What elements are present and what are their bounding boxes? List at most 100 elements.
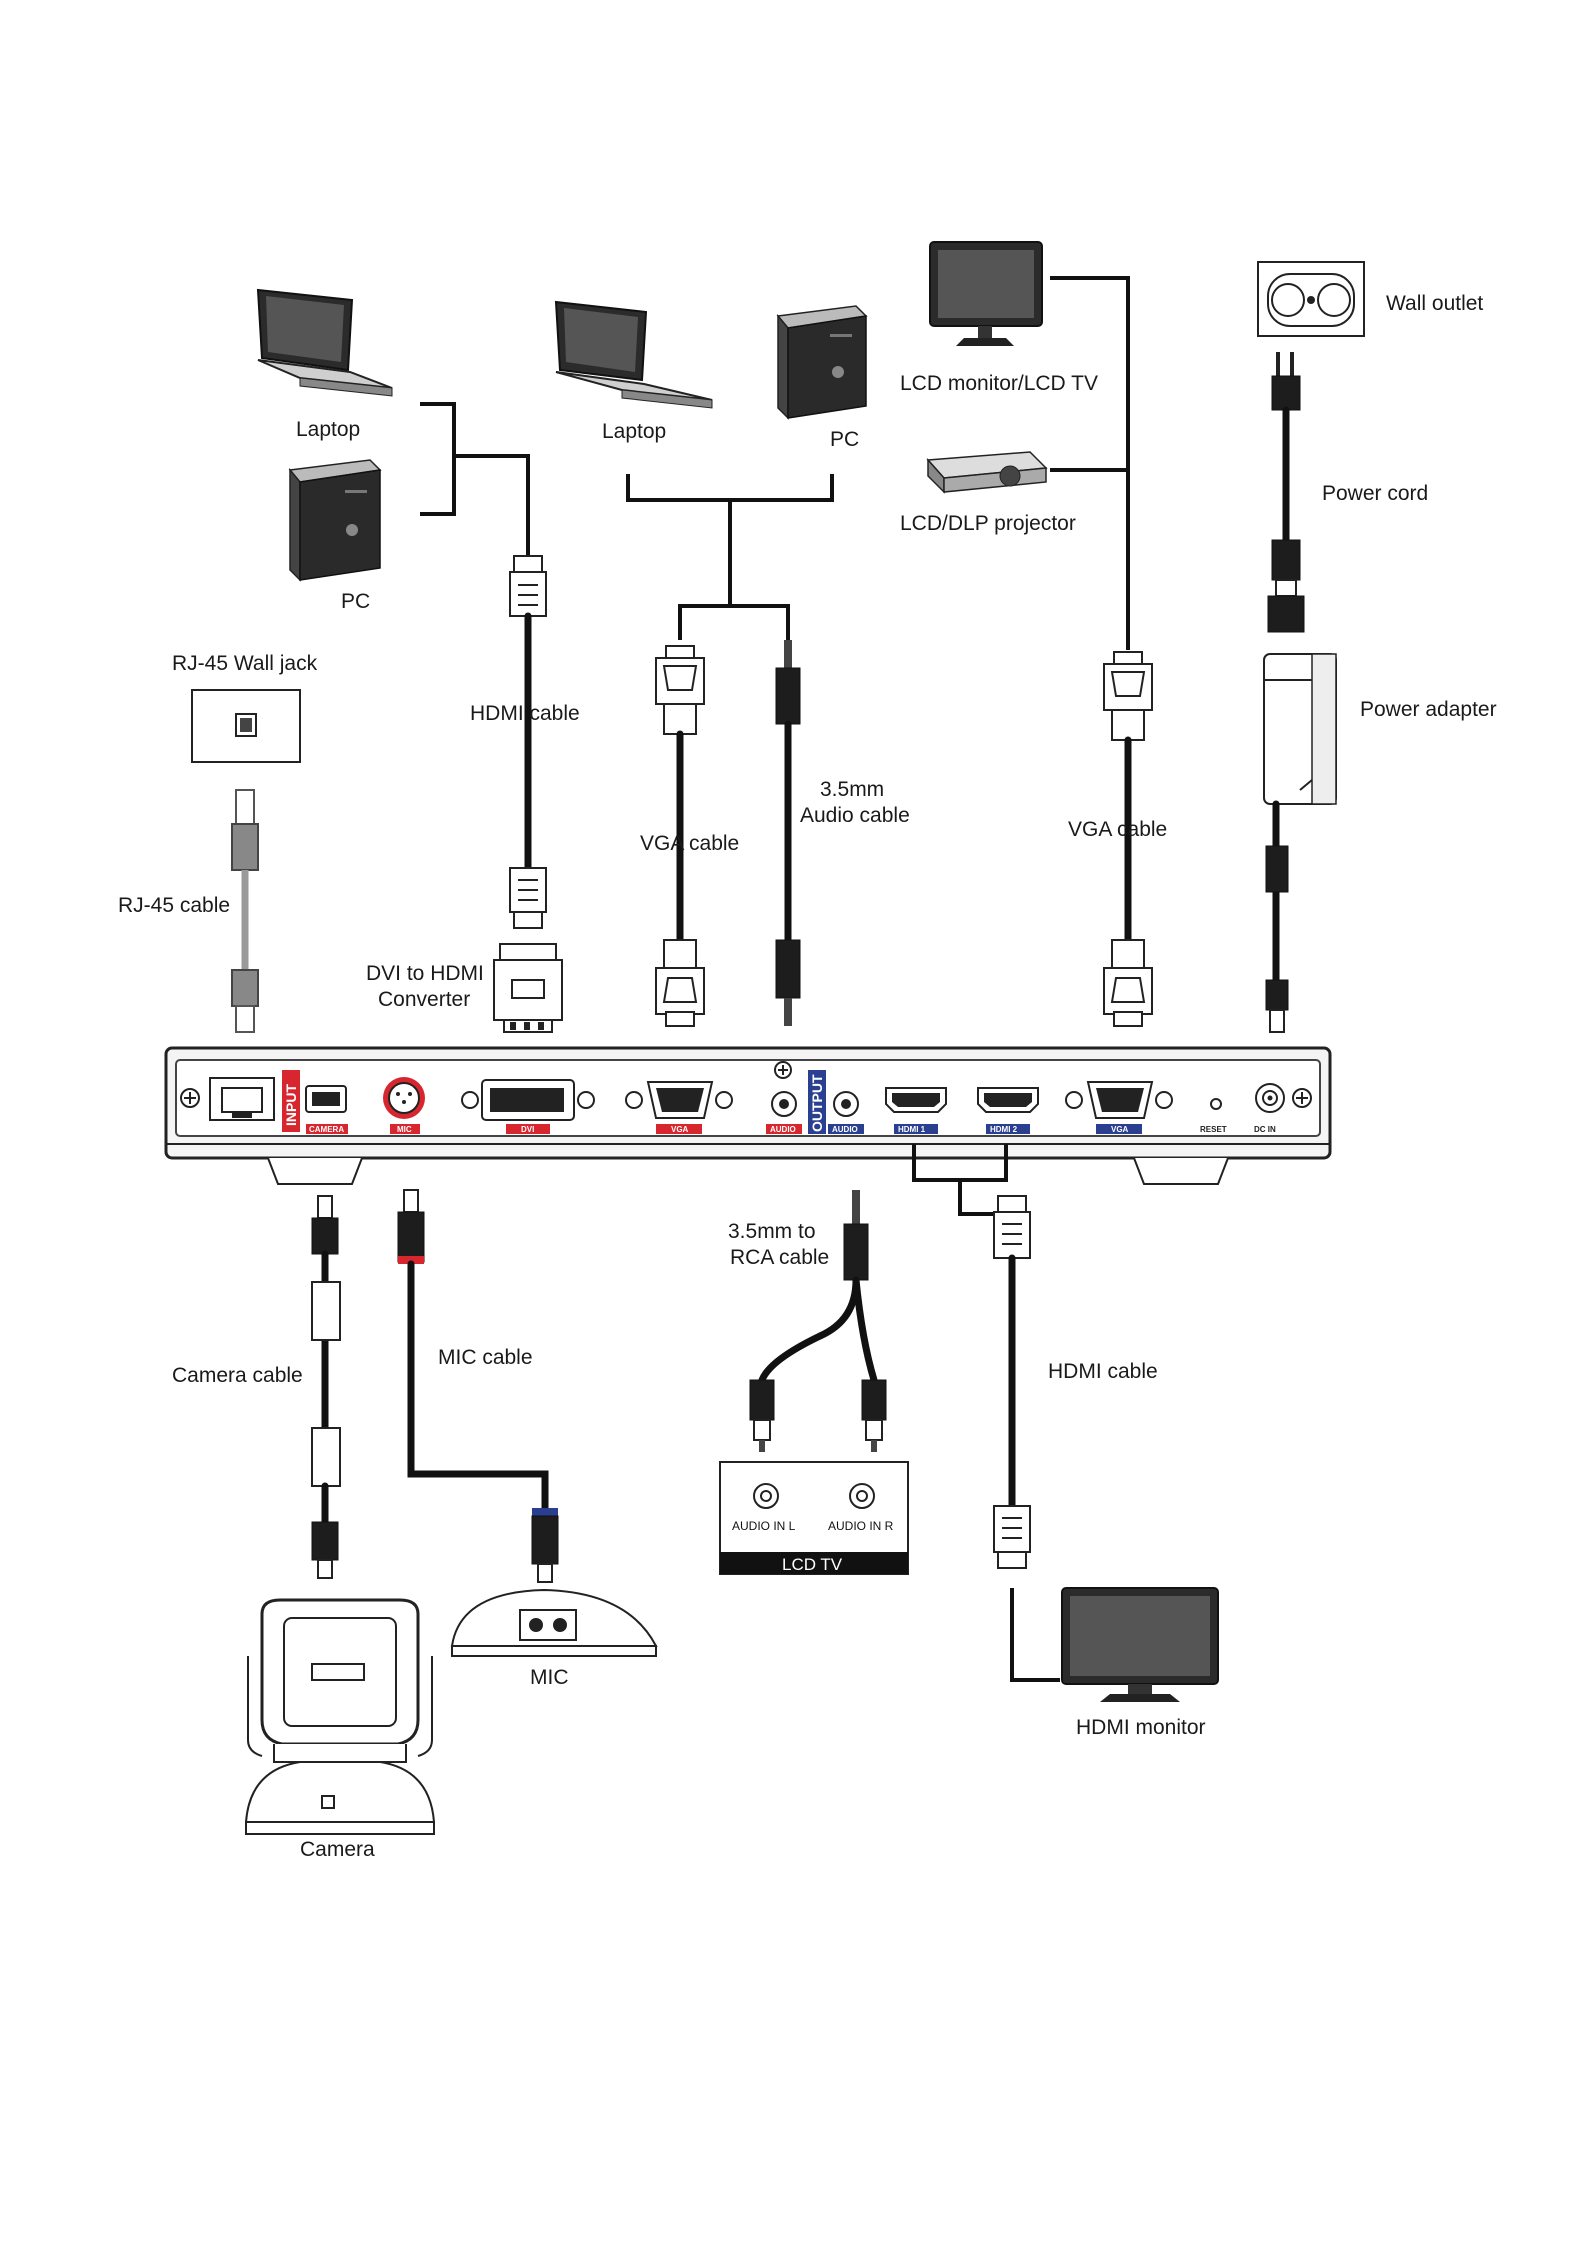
power-cord-label: Power cord — [1322, 482, 1428, 505]
hdmi-cable-top-label: HDMI cable — [470, 702, 580, 725]
hdmi-monitor-icon — [1061, 1587, 1219, 1702]
lcd-tv-label: LCD TV — [782, 1555, 843, 1574]
audio-cable-label-2: Audio cable — [800, 804, 910, 827]
vga-cable-right-label: VGA cable — [1068, 818, 1167, 841]
laptop-mid-icon — [554, 300, 713, 409]
hdmi-monitor-link — [1010, 1588, 1060, 1682]
rca-cable-right — [852, 1276, 878, 1384]
audio-jack-mid-top — [775, 640, 801, 725]
ferrite-bead-camera-1 — [311, 1281, 341, 1341]
vga-in-port-label: VGA — [671, 1125, 689, 1134]
hdmi-connector-bottom-lower — [993, 1505, 1031, 1569]
vga-connector-mid-top — [655, 645, 705, 735]
lcd-tv-audio-box — [719, 1461, 909, 1575]
hdmi2-port-label: HDMI 2 — [990, 1125, 1018, 1134]
wall-outlet-label: Wall outlet — [1386, 292, 1483, 315]
rj45-plug-bottom — [231, 969, 259, 1033]
rca-plug-left — [749, 1379, 775, 1452]
reset-label: RESET — [1200, 1125, 1227, 1134]
mic-icon — [450, 1588, 658, 1657]
vga-cable-mid-label: VGA cable — [640, 832, 739, 855]
camera-plug-top — [311, 1195, 339, 1255]
dc-in-port[interactable]: DC IN — [1254, 1083, 1285, 1134]
mic-port-label: MIC — [397, 1125, 412, 1134]
device-panel — [164, 1046, 1332, 1185]
camera-plug-bottom — [311, 1521, 339, 1579]
dvi-hdmi-label-1: DVI to HDMI — [366, 962, 484, 985]
mic-label: MIC — [530, 1666, 569, 1689]
audio-out-port[interactable]: AUDIO — [828, 1091, 864, 1134]
mic-port[interactable]: MIC — [383, 1077, 425, 1134]
bracket-right — [1050, 276, 1130, 472]
pc-left-label: PC — [341, 590, 370, 613]
ferrite-bead-power — [1265, 845, 1289, 893]
camera-label: Camera — [300, 1838, 375, 1861]
laptop-mid-label: Laptop — [602, 420, 666, 443]
rca-cable-label-1: 3.5mm to — [728, 1220, 816, 1243]
bracket-left — [420, 402, 456, 516]
vga-connector-right-bottom — [1103, 939, 1153, 1027]
lan-port[interactable] — [209, 1077, 275, 1121]
mic-plug-bottom — [531, 1508, 559, 1583]
camera-port[interactable]: CAMERA — [305, 1085, 348, 1134]
power-cord-icon — [1271, 352, 1301, 411]
audio-out-port-label: AUDIO — [832, 1125, 858, 1134]
dvi-port[interactable]: DVI — [461, 1079, 595, 1134]
mid-split — [678, 604, 790, 640]
dc-plug-icon — [1265, 979, 1289, 1033]
laptop-left-icon — [256, 288, 393, 397]
dvi-hdmi-converter-icon — [493, 943, 563, 1033]
lcd-monitor-icon — [929, 241, 1043, 346]
input-label: INPUT — [283, 1084, 299, 1126]
dvi-hdmi-label-2: Converter — [378, 988, 470, 1011]
rca-cable-label-2: RCA cable — [730, 1246, 829, 1269]
projector-icon — [926, 451, 1048, 494]
camera-cable-label: Camera cable — [172, 1364, 303, 1387]
dvi-port-label: DVI — [521, 1125, 534, 1134]
projector-label: LCD/DLP projector — [900, 512, 1076, 535]
rj45-cable-label: RJ-45 cable — [118, 894, 230, 917]
camera-icon — [244, 1598, 436, 1835]
hdmi-top-line — [454, 454, 530, 556]
dc-in-label: DC IN — [1254, 1125, 1276, 1134]
hdmi1-port-label: HDMI 1 — [898, 1125, 926, 1134]
pc-mid-icon — [776, 305, 868, 420]
hdmi1-port[interactable]: HDMI 1 — [885, 1087, 947, 1134]
power-adapter-label: Power adapter — [1360, 698, 1497, 721]
wall-outlet-icon — [1257, 261, 1365, 337]
vga-connector-mid-bottom — [655, 939, 705, 1027]
audio-in-port-label: AUDIO — [770, 1125, 796, 1134]
output-tag: OUTPUT — [808, 1070, 826, 1134]
input-tag: INPUT — [282, 1070, 300, 1132]
vga-in-port[interactable]: VGA — [625, 1081, 733, 1134]
hdmi2-port[interactable]: HDMI 2 — [977, 1087, 1039, 1134]
mic-cable-label: MIC cable — [438, 1346, 533, 1369]
pc-left-icon — [288, 459, 382, 582]
audio-in-l-label: AUDIO IN L — [732, 1519, 796, 1533]
audio-cable-label-1: 3.5mm — [820, 778, 884, 801]
rj45-wall-jack-label: RJ-45 Wall jack — [172, 652, 318, 675]
rca-audio-jack — [843, 1190, 869, 1281]
camera-port-label: CAMERA — [309, 1125, 344, 1134]
power-adapter-icon — [1263, 653, 1337, 805]
hdmi-connector-bottom-top — [993, 1195, 1031, 1259]
audio-in-port[interactable]: AUDIO — [766, 1091, 802, 1134]
hdmi-monitor-label: HDMI monitor — [1076, 1716, 1206, 1739]
hdmi-connector-top-lower — [509, 867, 547, 929]
output-label: OUTPUT — [809, 1074, 825, 1132]
mic-plug-top — [397, 1189, 425, 1264]
audio-in-r-label: AUDIO IN R — [828, 1519, 894, 1533]
vga-connector-right-top — [1103, 651, 1153, 741]
audio-jack-mid-bottom — [775, 939, 801, 1026]
hdmi-cable-bottom-label: HDMI cable — [1048, 1360, 1158, 1383]
mic-cable-line — [407, 1260, 549, 1516]
bracket-mid — [626, 474, 834, 502]
laptop-left-label: Laptop — [296, 418, 360, 441]
ferrite-bead-camera-2 — [311, 1427, 341, 1487]
vga-out-port-label: VGA — [1111, 1125, 1129, 1134]
rj45-wall-jack-icon — [191, 689, 301, 763]
vga-out-port[interactable]: VGA — [1065, 1081, 1173, 1134]
lcd-monitor-label: LCD monitor/LCD TV — [900, 372, 1098, 395]
reset-button[interactable]: RESET — [1200, 1098, 1227, 1134]
